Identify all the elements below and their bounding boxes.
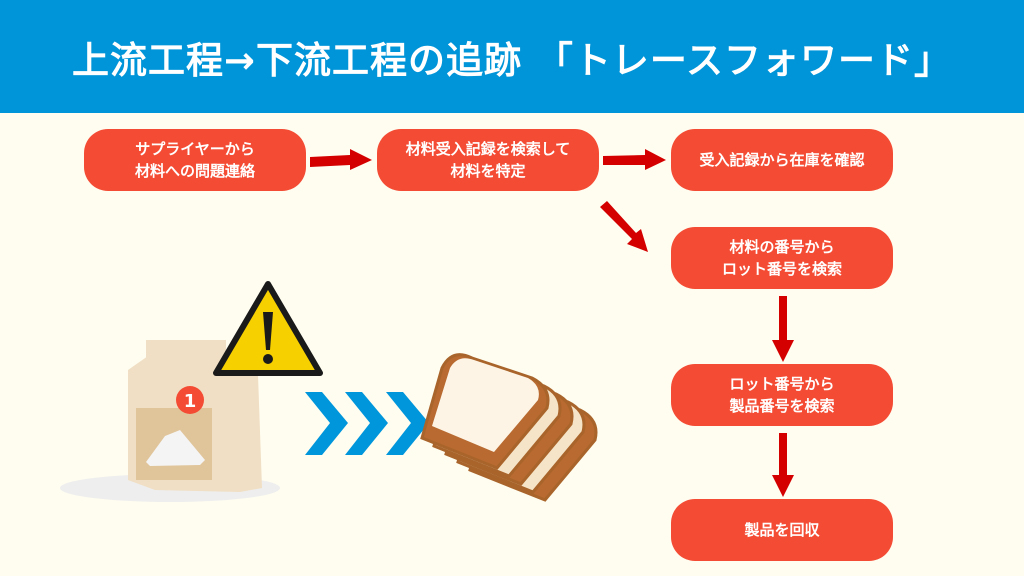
step-search-product: ロット番号から 製品番号を検索 — [671, 364, 893, 426]
chevrons-icon — [305, 392, 429, 455]
warning-sign-icon — [213, 281, 323, 376]
arrow-right-icon — [603, 149, 666, 170]
bread-slices-icon — [420, 353, 598, 502]
step-recall-product: 製品を回収 — [671, 499, 893, 561]
arrow-down-icon — [772, 296, 794, 362]
bag-badge: 1 — [184, 391, 197, 412]
step-identify-material: 材料受入記録を検索して 材料を特定 — [377, 129, 599, 191]
step-supplier-contact: サプライヤーから 材料への問題連絡 — [84, 129, 306, 191]
arrow-right-icon — [310, 149, 372, 170]
step-check-inventory: 受入記録から在庫を確認 — [671, 129, 893, 191]
header-banner: 上流工程→下流工程の追跡 「トレースフォワード」 — [0, 0, 1024, 113]
step-search-lot: 材料の番号から ロット番号を検索 — [671, 227, 893, 289]
page-title: 上流工程→下流工程の追跡 「トレースフォワード」 — [71, 38, 953, 82]
arrow-diagonal-icon — [600, 201, 648, 252]
flour-bag-icon: 1 — [60, 340, 280, 502]
arrow-down-icon — [772, 433, 794, 497]
